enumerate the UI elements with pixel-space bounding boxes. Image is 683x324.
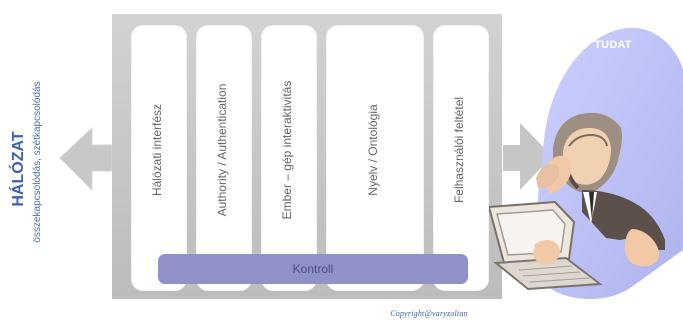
- column-label: Felhasználói feltétel: [452, 96, 466, 204]
- column-label: Ember – gép interaktivitás: [280, 80, 294, 220]
- copyright: Copyright@varyzoltan: [390, 309, 468, 318]
- head-label: TUDAT: [594, 39, 632, 51]
- column-label: Authority / Authentication: [215, 83, 229, 217]
- column-ember-gep-interaktivitas: Ember – gép interaktivitás: [261, 25, 317, 291]
- column-halozati-interfesz: Hálózati interfész: [131, 25, 187, 291]
- left-arrow-icon: [59, 126, 113, 192]
- column-nyelv-ontologia: Nyelv / Ontológia: [326, 25, 424, 291]
- kontroll-bar: Kontroll: [158, 254, 468, 284]
- kontroll-label: Kontroll: [292, 262, 334, 276]
- businessman-laptop-icon: [487, 112, 665, 291]
- right-arrow-icon: [503, 123, 552, 190]
- column-label: Nyelv / Ontológia: [366, 104, 380, 196]
- column-felhasznaloi-feltetel: Felhasználói feltétel: [433, 25, 489, 291]
- column-label: Hálózati interfész: [150, 103, 164, 197]
- column-authority-authentication: Authority / Authentication: [196, 25, 252, 291]
